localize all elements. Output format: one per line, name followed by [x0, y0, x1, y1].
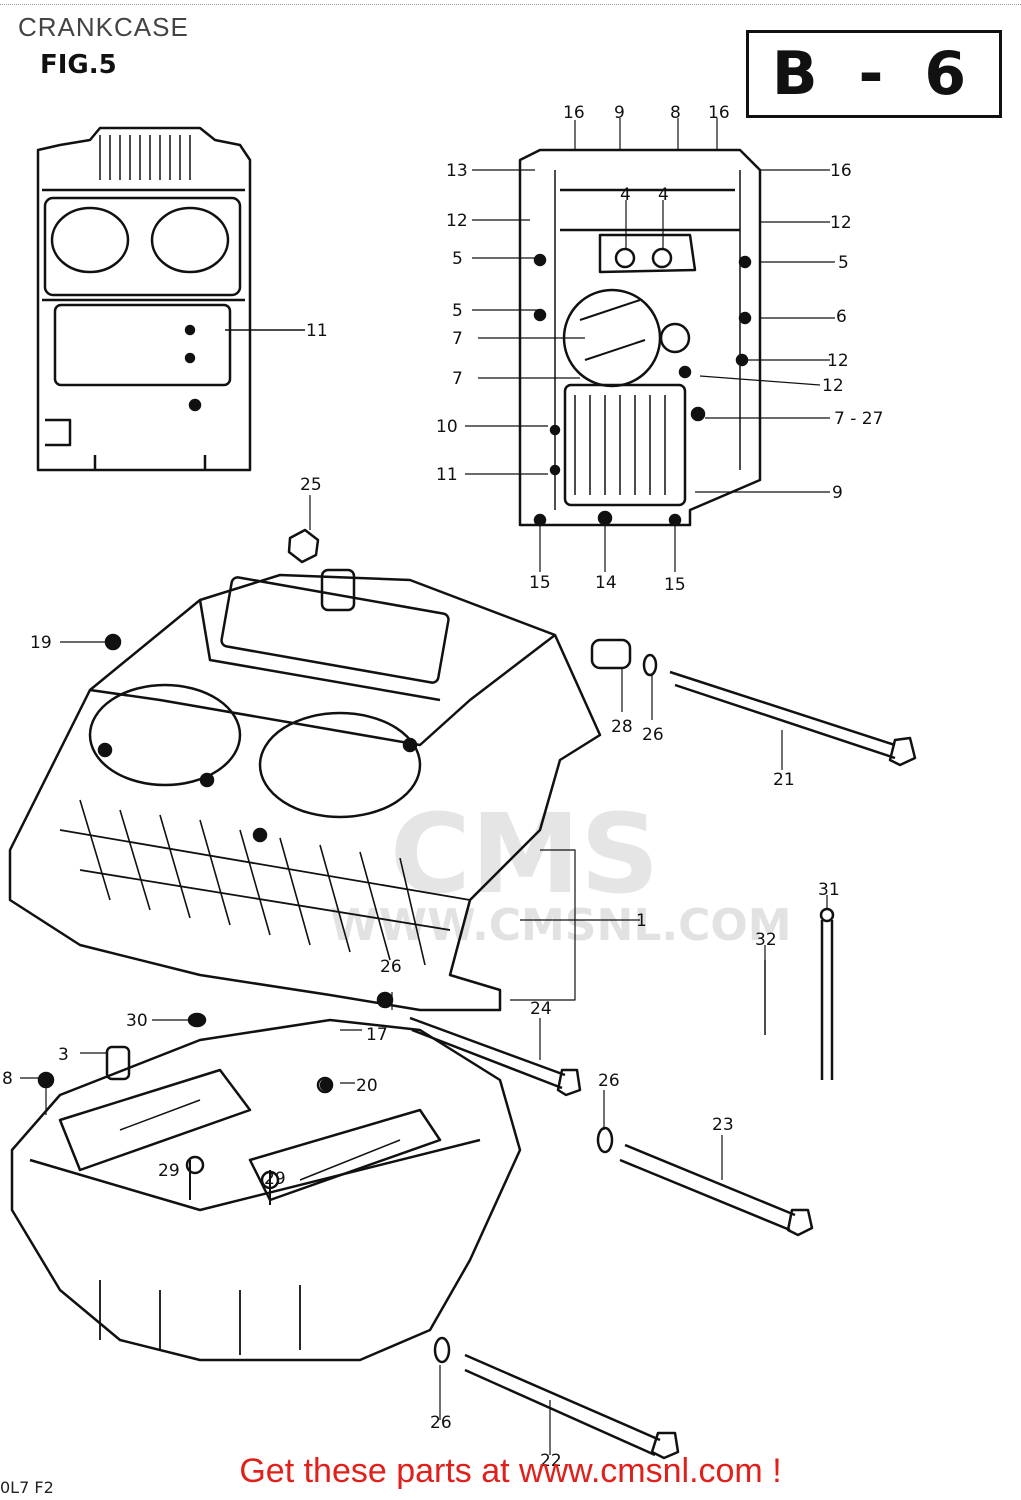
callout-14: 14	[595, 573, 617, 593]
callout-26-a: 26	[642, 725, 664, 745]
callout-12-b: 12	[830, 213, 852, 233]
bolt-21	[669, 670, 896, 760]
footer-code: 0L7 F2	[0, 1478, 54, 1497]
bolt-24	[409, 1016, 566, 1090]
plug-20	[319, 1078, 333, 1092]
plug-17	[376, 991, 394, 1009]
callout-4-b: 4	[658, 185, 669, 205]
callout-7-27: 7 - 27	[834, 409, 883, 429]
dipstick-31	[820, 920, 834, 1080]
cta-link[interactable]: Get these parts at www.cmsnl.com !	[239, 1452, 782, 1490]
callout-23: 23	[712, 1115, 734, 1135]
dowel-top	[320, 568, 356, 612]
upper-crankcase-3d	[8, 573, 602, 1012]
page-code-box: B - 6	[746, 30, 1002, 118]
callout-16-c: 16	[830, 161, 852, 181]
callout-15-a: 15	[529, 573, 551, 593]
callout-31: 31	[818, 880, 840, 900]
bolt-23	[619, 1143, 796, 1232]
washer-26b	[596, 1126, 614, 1154]
callout-8-a: 8	[670, 103, 681, 123]
callout-7-a: 7	[452, 329, 463, 349]
page-title: CRANKCASE	[18, 12, 189, 42]
bolt-8	[37, 1071, 55, 1089]
callout-29-b: 29	[264, 1169, 286, 1189]
leader-lines-lower	[20, 495, 828, 1455]
callout-8-b: 8	[2, 1069, 13, 1089]
page-top-border	[0, 4, 1021, 5]
callout-32: 32	[755, 930, 777, 950]
callout-4-a: 4	[620, 185, 631, 205]
callout-25: 25	[300, 475, 322, 495]
dowels-29	[189, 1160, 271, 1205]
callout-numbers: 16 9 8 16 13 16 4 4 12 12 5 5 5 6 7 12 7…	[2, 103, 883, 1471]
callout-26-b: 26	[380, 957, 402, 977]
callout-16-b: 16	[708, 103, 730, 123]
callout-29-a: 29	[158, 1161, 180, 1181]
bolt-22	[464, 1353, 661, 1457]
upper-crankcase-top-view	[36, 126, 305, 472]
small-parts	[37, 528, 917, 1460]
callout-7-b: 7	[452, 369, 463, 389]
callout-3: 3	[58, 1045, 69, 1065]
callout-5-a: 5	[452, 249, 463, 269]
washer-26a	[642, 653, 658, 677]
lower-crankcase-3d	[10, 1018, 522, 1362]
callout-1: 1	[636, 911, 647, 931]
callout-22: 22	[540, 1451, 562, 1471]
callout-5-c: 5	[452, 301, 463, 321]
dowel-3	[105, 1045, 131, 1081]
bolt-24-head	[556, 1068, 582, 1097]
callout-10: 10	[436, 417, 458, 437]
watermark-url: WWW.CMSNL.COM	[330, 900, 792, 951]
callout-15-b: 15	[664, 575, 686, 595]
callout-28: 28	[611, 717, 633, 737]
callout-13: 13	[446, 161, 468, 181]
callout-24: 24	[530, 999, 552, 1019]
callout-12-c: 12	[827, 351, 849, 371]
callout-5-b: 5	[838, 253, 849, 273]
screw-30	[187, 1012, 207, 1028]
callout-26-c: 26	[598, 1071, 620, 1091]
callout-11-a: 11	[436, 465, 458, 485]
figure-label: FIG.5	[40, 50, 117, 80]
callout-26-d: 26	[430, 1413, 452, 1433]
nut-25	[287, 528, 320, 564]
lower-crankcase-bottom-view	[518, 148, 762, 527]
callout-16-a: 16	[563, 103, 585, 123]
callout-19: 19	[30, 633, 52, 653]
callout-30: 30	[126, 1011, 148, 1031]
callout-21: 21	[773, 770, 795, 790]
callout-17: 17	[366, 1025, 388, 1045]
callout-12-d: 12	[822, 376, 844, 396]
callout-12-a: 12	[446, 211, 468, 231]
callout-20: 20	[356, 1076, 378, 1096]
dipstick-31-cap	[819, 907, 835, 923]
watermark-logo: CMS	[390, 790, 660, 918]
callout-9-a: 9	[614, 103, 625, 123]
callout-9-b: 9	[832, 483, 843, 503]
bolt-19	[104, 633, 122, 651]
bolt-21-head	[888, 736, 917, 767]
bolt-23-head	[786, 1208, 814, 1237]
leader-lines-top-right	[465, 118, 835, 572]
collar-28	[590, 638, 632, 670]
callout-11-b: 11	[306, 321, 328, 341]
washer-26d	[433, 1336, 451, 1364]
callout-6: 6	[836, 307, 847, 327]
bolt-22-head	[650, 1431, 680, 1460]
